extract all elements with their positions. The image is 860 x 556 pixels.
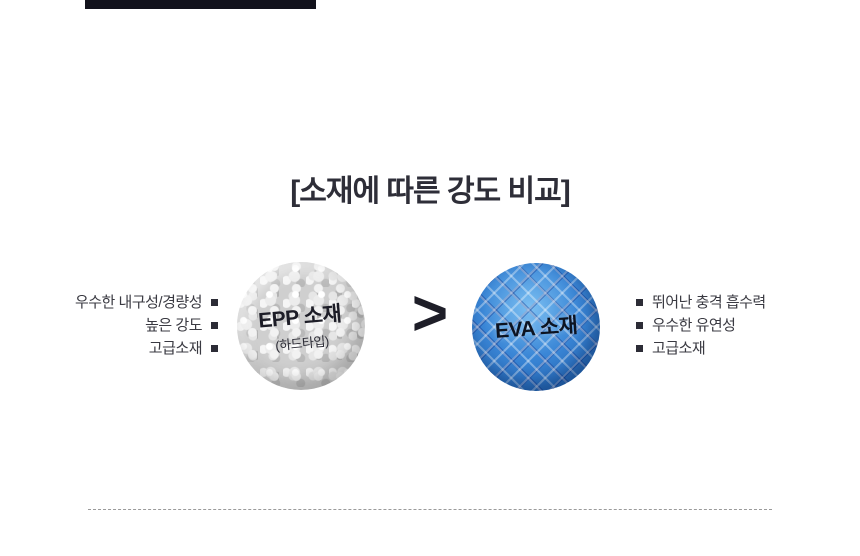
bullet-square-icon (211, 299, 218, 306)
feature-item: 고급소재 (40, 337, 218, 360)
feature-label: 우수한 유연성 (652, 317, 736, 334)
feature-item: 고급소재 (636, 337, 766, 360)
eva-material-name: EVA 소재 (494, 314, 578, 343)
epp-material-subtitle: (하드타입) (275, 333, 330, 353)
eva-material-circle: EVA 소재 (472, 263, 600, 391)
feature-label: 고급소재 (652, 340, 706, 357)
top-partial-bar (85, 0, 316, 9)
feature-label: 우수한 내구성/경량성 (74, 294, 203, 311)
eva-material-label-group: EVA 소재 (494, 309, 578, 345)
greater-than-symbol: > (411, 277, 449, 350)
epp-feature-list: 우수한 내구성/경량성 높은 강도 고급소재 (40, 291, 218, 360)
epp-material-name: EPP 소재 (257, 301, 343, 333)
feature-item: 뛰어난 충격 흡수력 (636, 291, 766, 314)
section-title: [소재에 따른 강도 비교] (290, 175, 570, 208)
feature-item: 우수한 내구성/경량성 (40, 291, 218, 314)
feature-item: 높은 강도 (40, 314, 218, 337)
bullet-square-icon (211, 345, 218, 352)
bottom-dashed-divider (88, 509, 772, 510)
bullet-square-icon (636, 345, 643, 352)
bullet-square-icon (211, 322, 218, 329)
feature-label: 높은 강도 (145, 317, 202, 334)
epp-material-circle: EPP 소재 (하드타입) (237, 262, 365, 390)
eva-feature-list: 뛰어난 충격 흡수력 우수한 유연성 고급소재 (636, 291, 766, 360)
bullet-square-icon (636, 322, 643, 329)
bullet-square-icon (636, 299, 643, 306)
epp-material-label-group: EPP 소재 (하드타입) (257, 297, 344, 355)
feature-label: 고급소재 (148, 340, 203, 357)
feature-item: 우수한 유연성 (636, 314, 766, 337)
feature-label: 뛰어난 충격 흡수력 (652, 294, 766, 311)
